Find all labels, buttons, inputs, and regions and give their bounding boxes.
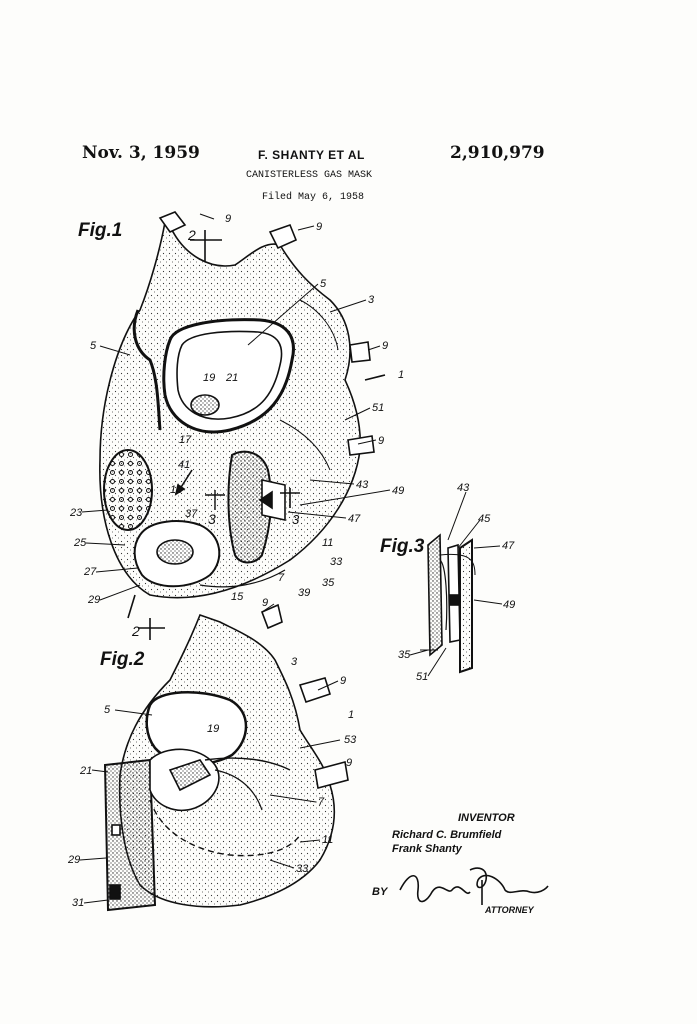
- patent-title: CANISTERLESS GAS MASK: [246, 170, 373, 181]
- svg-text:7: 7: [278, 572, 285, 584]
- svg-text:35: 35: [398, 649, 411, 661]
- svg-text:9: 9: [316, 221, 322, 233]
- fig2-reference-numerals: 9 3 9 5 1 19 53 21 9 7 11 29 33 31: [67, 597, 357, 909]
- svg-text:15: 15: [231, 591, 244, 603]
- svg-text:19: 19: [203, 372, 215, 384]
- svg-text:2: 2: [187, 227, 196, 243]
- fig1-reference-numerals: 9 2 9 5 3 5 9 1 19 21 51 17 9 41 43 13 4…: [69, 213, 404, 639]
- svg-text:25: 25: [73, 537, 87, 549]
- fig2-drawing: [103, 603, 349, 912]
- svg-text:2: 2: [131, 623, 140, 639]
- svg-text:49: 49: [392, 485, 404, 497]
- svg-text:5: 5: [90, 340, 97, 352]
- svg-text:5: 5: [320, 278, 327, 290]
- svg-text:9: 9: [346, 757, 352, 769]
- patent-number: 2,910,979: [450, 143, 545, 163]
- patent-date: Nov. 3, 1959: [82, 143, 200, 163]
- svg-text:21: 21: [79, 765, 92, 777]
- svg-text:5: 5: [104, 704, 111, 716]
- fig2-label: Fig.2: [100, 649, 145, 670]
- svg-text:9: 9: [262, 597, 268, 609]
- svg-text:9: 9: [225, 213, 231, 225]
- svg-text:1: 1: [398, 369, 404, 381]
- inventor-label: INVENTOR: [458, 812, 515, 824]
- attorney-signature: [399, 867, 549, 905]
- attorney-label: ATTORNEY: [485, 905, 534, 915]
- svg-text:13: 13: [170, 484, 183, 496]
- svg-text:9: 9: [382, 340, 388, 352]
- svg-text:49: 49: [503, 599, 515, 611]
- svg-text:51: 51: [372, 402, 384, 414]
- svg-text:53: 53: [344, 734, 357, 746]
- svg-text:3: 3: [208, 511, 216, 527]
- svg-text:3: 3: [368, 294, 375, 306]
- fig1-drawing: [99, 211, 386, 640]
- svg-text:51: 51: [416, 671, 428, 683]
- svg-text:45: 45: [478, 513, 491, 525]
- filed-date: Filed May 6, 1958: [262, 192, 365, 203]
- svg-text:19: 19: [207, 723, 219, 735]
- svg-text:37: 37: [185, 508, 198, 520]
- svg-text:1: 1: [348, 709, 354, 721]
- svg-text:33: 33: [296, 863, 309, 875]
- svg-text:31: 31: [72, 897, 84, 909]
- svg-text:39: 39: [298, 587, 310, 599]
- fig1-label: Fig.1: [78, 220, 123, 241]
- by-label: BY: [372, 886, 388, 898]
- svg-text:17: 17: [179, 434, 192, 446]
- svg-text:21: 21: [225, 372, 238, 384]
- svg-text:3: 3: [291, 656, 298, 668]
- svg-text:35: 35: [322, 577, 335, 589]
- svg-text:11: 11: [322, 834, 333, 846]
- svg-text:43: 43: [457, 482, 470, 494]
- svg-text:23: 23: [69, 507, 83, 519]
- svg-text:47: 47: [348, 513, 361, 525]
- svg-text:9: 9: [340, 675, 346, 687]
- svg-text:29: 29: [67, 854, 80, 866]
- svg-text:33: 33: [330, 556, 343, 568]
- svg-text:9: 9: [378, 435, 384, 447]
- fig3-drawing: [420, 533, 476, 674]
- fig3-reference-numerals: 43 45 47 49 35 51: [398, 482, 515, 683]
- fig3-label: Fig.3: [380, 536, 425, 557]
- inventor-name-1: Richard C. Brumfield: [392, 829, 502, 841]
- leader-lines: [79, 213, 503, 904]
- svg-text:11: 11: [322, 537, 333, 549]
- svg-text:7: 7: [318, 796, 325, 808]
- svg-text:29: 29: [87, 594, 100, 606]
- inventor-name-2: Frank Shanty: [392, 843, 462, 855]
- svg-text:27: 27: [83, 566, 97, 578]
- svg-text:3: 3: [292, 512, 300, 527]
- svg-text:41: 41: [178, 459, 190, 471]
- svg-text:43: 43: [356, 479, 369, 491]
- svg-text:47: 47: [502, 540, 515, 552]
- inventor-header: F. SHANTY ET AL: [258, 148, 365, 162]
